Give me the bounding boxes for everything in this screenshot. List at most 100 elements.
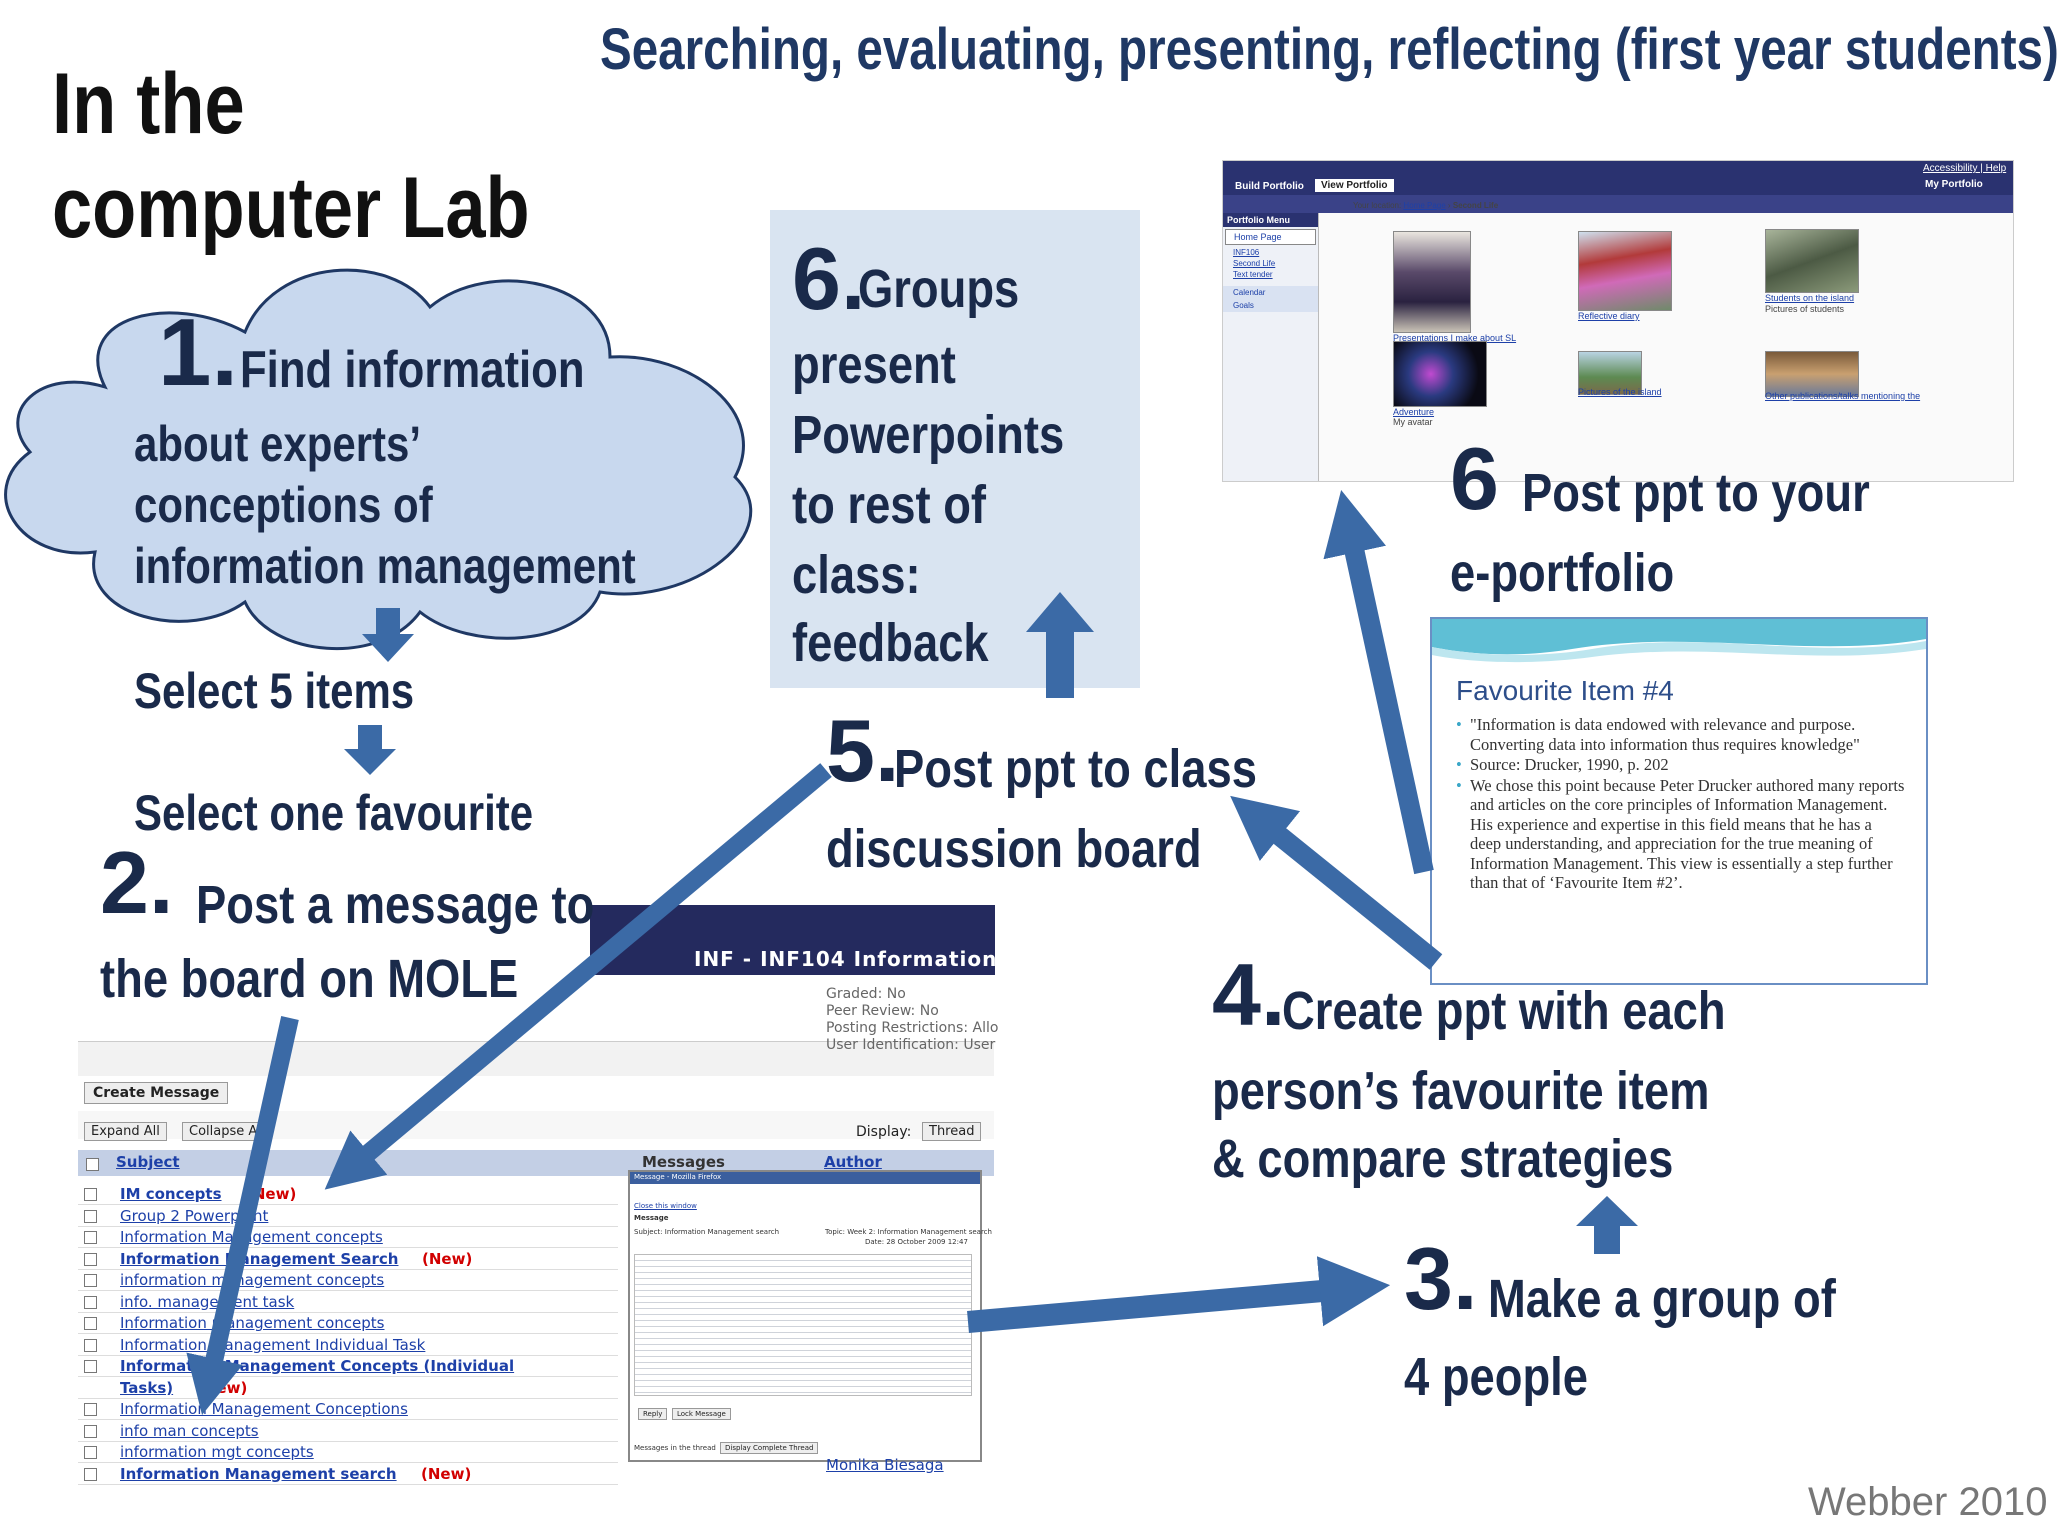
step6a-line4: to rest of: [792, 475, 987, 535]
popup-close-link[interactable]: Close this window: [634, 1202, 697, 1210]
down-arrow-1: [362, 608, 414, 662]
row-checkbox[interactable]: [84, 1360, 97, 1373]
item-adventure-link[interactable]: Adventure: [1393, 407, 1435, 417]
message-subject-link[interactable]: Information Management concepts: [120, 1228, 383, 1246]
portfolio-menu: Portfolio Menu Home Page INF106 Second L…: [1223, 213, 1319, 481]
step6a-line3: Powerpoints: [792, 405, 1065, 465]
mole-meta-user-id: User Identification: User: [826, 1037, 996, 1053]
table-row: info. management task: [78, 1292, 618, 1313]
item-students-island-link[interactable]: Students on the island: [1765, 293, 1855, 303]
row-checkbox[interactable]: [84, 1467, 97, 1481]
row-checkbox[interactable]: [84, 1188, 97, 1201]
table-row: Information management concepts: [78, 1313, 618, 1334]
arrow-popup-to-step3: [967, 1256, 1391, 1333]
step4-line2: person’s favourite item: [1212, 1061, 1710, 1121]
row-checkbox[interactable]: [84, 1252, 97, 1266]
step6a-line6: feedback: [792, 613, 989, 673]
step6b-line2: e-portfolio: [1450, 543, 1675, 603]
message-subject-link[interactable]: Information Management search: [120, 1464, 397, 1483]
mole-course-title: INF - INF104 Information: [694, 947, 998, 971]
mole-meta-graded: Graded: No: [826, 986, 906, 1002]
popup-reply-button[interactable]: Reply: [638, 1408, 668, 1420]
up-arrow-step3: [1576, 1196, 1638, 1254]
table-row: Information Management concepts: [78, 1227, 618, 1248]
message-subject-link[interactable]: info man concepts: [120, 1421, 259, 1440]
row-checkbox[interactable]: [84, 1317, 97, 1330]
row-checkbox[interactable]: [84, 1209, 97, 1223]
thumb-students-island[interactable]: [1765, 229, 1859, 293]
table-row: information management concepts: [78, 1270, 618, 1291]
menu-item-inf106[interactable]: INF106: [1233, 248, 1260, 257]
item-reflective-diary-link[interactable]: Reflective diary: [1578, 311, 1640, 321]
create-message-button[interactable]: Create Message: [84, 1082, 229, 1104]
row-checkbox[interactable]: [84, 1231, 97, 1244]
menu-home-page[interactable]: Home Page: [1225, 229, 1316, 245]
display-label: Display:: [856, 1124, 912, 1140]
my-portfolio-label: My Portfolio: [1925, 179, 1983, 190]
menu-item-second-life[interactable]: Second Life: [1233, 259, 1276, 268]
popup-lock-button[interactable]: Lock Message: [672, 1408, 731, 1420]
last-row-author[interactable]: Monika Biesaga: [826, 1456, 944, 1474]
tab-view-portfolio[interactable]: View Portfolio: [1315, 179, 1394, 192]
step1-line3: conceptions of: [134, 477, 433, 533]
row-checkbox[interactable]: [84, 1295, 97, 1309]
main-title: In the computer Lab: [52, 52, 621, 260]
row-checkbox[interactable]: [84, 1446, 97, 1459]
menu-item-text-tender[interactable]: Text tender: [1233, 270, 1273, 279]
portfolio-breadcrumb: Your location: Home Page › Second Life: [1353, 201, 1499, 210]
message-subject-link[interactable]: information mgt concepts: [120, 1443, 314, 1461]
display-select[interactable]: Thread: [922, 1122, 982, 1141]
column-subject[interactable]: Subject: [116, 1153, 180, 1171]
popup-title: Message - Mozilla Firefox: [634, 1173, 722, 1181]
step6a-line2: present: [792, 335, 956, 395]
step5-line2: discussion board: [826, 819, 1202, 879]
portfolio-menu-title: Portfolio Menu: [1223, 213, 1318, 227]
message-subject-link[interactable]: Information Management Individual Task: [120, 1335, 426, 1354]
arrow-slide-to-portfolio: [1323, 489, 1434, 875]
collapse-all-button[interactable]: Collapse All: [182, 1122, 272, 1141]
message-subject-link[interactable]: Tasks): [120, 1378, 174, 1397]
expand-all-button[interactable]: Expand All: [84, 1122, 167, 1141]
message-subject-link[interactable]: IM concepts: [120, 1185, 222, 1203]
menu-calendar[interactable]: Calendar: [1223, 286, 1318, 299]
tab-build-portfolio[interactable]: Build Portfolio: [1235, 181, 1304, 192]
breadcrumb-home[interactable]: Home Page: [1403, 201, 1446, 210]
step6b-number: 6: [1450, 429, 1499, 528]
step6b-line1: Post ppt to your: [1522, 463, 1870, 523]
portfolio-tabbar: [1223, 195, 2013, 213]
item-other-publications-link[interactable]: Other publications/talks mentioning the: [1765, 391, 1921, 401]
thumb-reflective-diary[interactable]: [1578, 231, 1672, 311]
table-row: Group 2 Powerpoint: [78, 1206, 618, 1227]
step1-number: 1.: [158, 299, 239, 406]
slide-wave-decoration: [1432, 619, 1926, 663]
menu-goals[interactable]: Goals: [1223, 299, 1318, 312]
item-pictures-island-link[interactable]: Pictures of the island: [1578, 387, 1662, 397]
message-subject-link[interactable]: Information Management Search: [120, 1249, 399, 1268]
column-author[interactable]: Author: [824, 1153, 882, 1171]
thumb-pictures-island[interactable]: [1578, 351, 1642, 395]
accessibility-help-links[interactable]: Accessibility | Help: [1923, 163, 2007, 174]
table-row: Information Management Search(New): [78, 1249, 618, 1270]
row-checkbox[interactable]: [84, 1338, 97, 1352]
credit-text: Webber 2010: [1808, 1480, 2048, 1524]
popup-message-body: [634, 1254, 972, 1396]
select-all-checkbox[interactable]: [86, 1158, 99, 1171]
item-presentations-link[interactable]: Presentations I make about SL: [1393, 333, 1517, 343]
popup-display-thread-button[interactable]: Display Complete Thread: [720, 1442, 819, 1454]
row-checkbox[interactable]: [84, 1424, 97, 1438]
up-arrow-step6: [1026, 592, 1094, 698]
message-subject-link[interactable]: info. management task: [120, 1292, 295, 1311]
message-subject-link[interactable]: Information management concepts: [120, 1314, 385, 1332]
thumb-other-publications[interactable]: [1765, 351, 1859, 397]
thumb-adventure[interactable]: [1393, 341, 1487, 407]
message-subject-link[interactable]: Group 2 Powerpoint: [120, 1206, 269, 1225]
popup-message-label: Message: [634, 1214, 669, 1222]
arrow-slide-to-step5: [1230, 795, 1443, 970]
favourite-item-bullets: "Information is data endowed with releva…: [1456, 715, 1906, 894]
step5-number: 5.: [826, 701, 900, 800]
message-subject-link[interactable]: information management concepts: [120, 1271, 385, 1289]
row-checkbox[interactable]: [84, 1403, 97, 1416]
thumb-presentations[interactable]: [1393, 231, 1471, 333]
table-row: Information Management Individual Task: [78, 1335, 618, 1356]
row-checkbox[interactable]: [84, 1274, 97, 1287]
